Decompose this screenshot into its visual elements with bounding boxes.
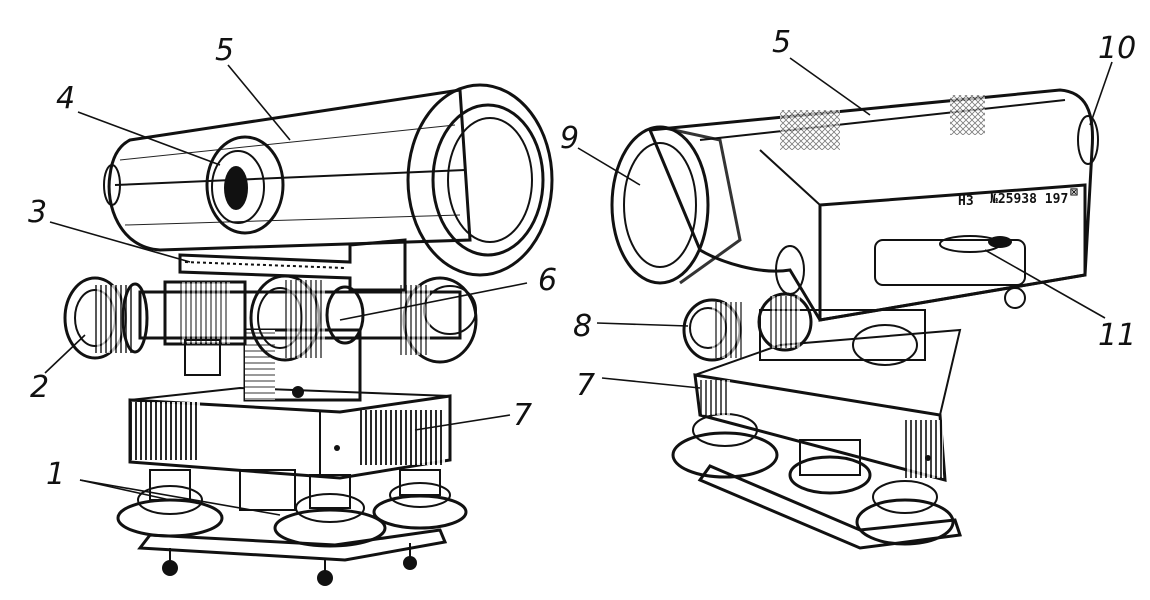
label-4: 4 xyxy=(56,81,75,116)
left-column xyxy=(243,328,362,402)
right-instrument: Н3 №25938 197 ⊠ 5 7 8 9 10 11 xyxy=(560,25,1136,550)
label-3: 3 xyxy=(28,195,47,230)
label-7: 7 xyxy=(513,398,532,433)
nameplate-serial: №25938 197 xyxy=(990,192,1068,207)
right-foot-screws xyxy=(671,413,955,546)
left-leader-lines xyxy=(44,64,528,516)
left-axis-assembly xyxy=(63,274,478,376)
right-knob-8 xyxy=(682,292,813,362)
right-tribrach xyxy=(693,328,962,482)
label-5: 5 xyxy=(215,33,234,68)
left-bracket xyxy=(178,238,407,292)
left-telescope xyxy=(103,83,554,277)
label-9: 9 xyxy=(560,121,579,156)
right-leader-lines xyxy=(577,57,1113,389)
right-telescope xyxy=(610,88,1099,322)
label-5-right: 5 xyxy=(772,25,791,60)
nameplate-mark: ⊠ xyxy=(1070,185,1078,200)
label-1: 1 xyxy=(46,457,65,492)
right-base-plate xyxy=(697,464,962,550)
label-8: 8 xyxy=(573,309,592,344)
label-10: 10 xyxy=(1098,31,1136,66)
left-tribrach xyxy=(128,386,452,480)
label-6: 6 xyxy=(538,263,557,298)
label-7-right: 7 xyxy=(576,368,595,403)
nameplate-model: Н3 xyxy=(958,194,974,209)
label-2: 2 xyxy=(30,370,49,405)
right-column xyxy=(759,309,926,366)
left-instrument: 1 2 3 4 5 6 7 xyxy=(28,33,557,586)
left-base-plate xyxy=(137,528,448,586)
left-foot-screws xyxy=(116,469,468,548)
label-11: 11 xyxy=(1098,318,1136,353)
